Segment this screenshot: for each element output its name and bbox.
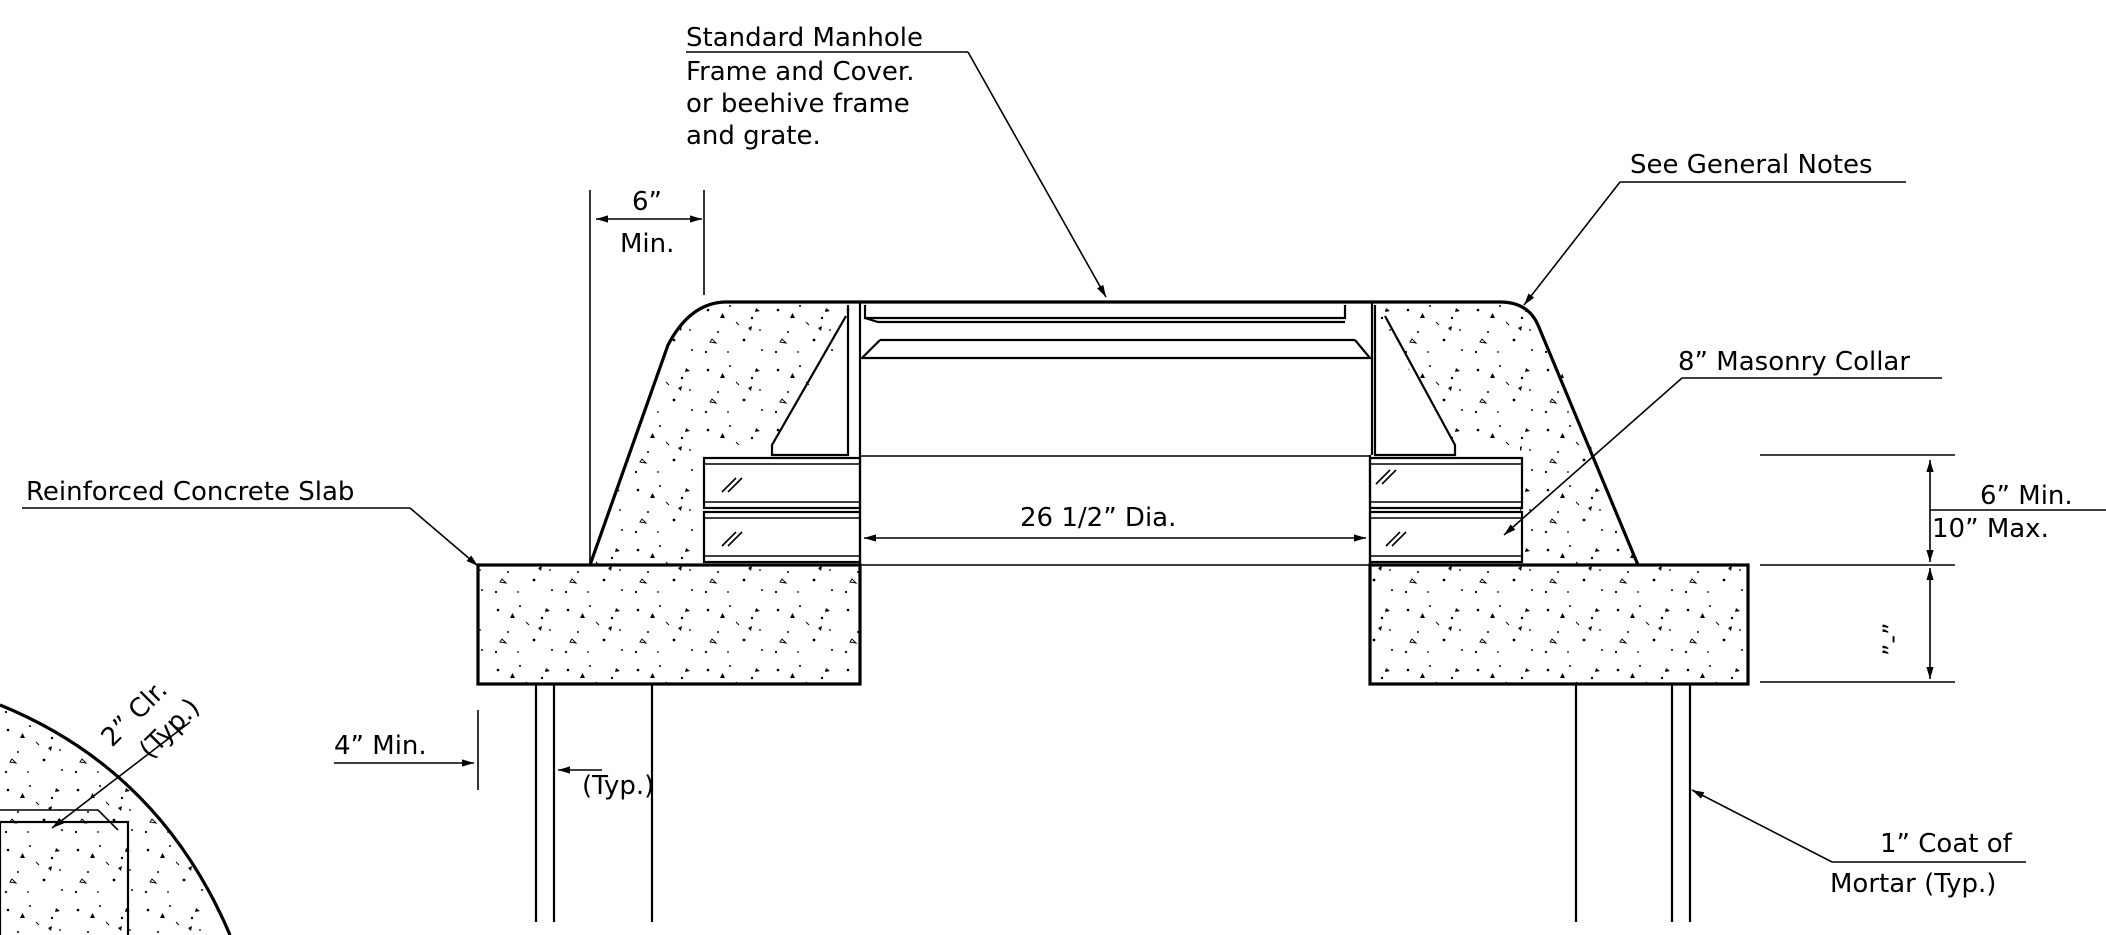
manhole-shaft <box>858 455 1372 684</box>
manhole-label-line-3: or beehive frame <box>686 89 910 119</box>
four-min-label: 4” Min. <box>334 731 427 761</box>
mortar-label-line-1: 1” Coat of <box>1880 829 2013 859</box>
masonry-collar-right <box>1368 456 1524 564</box>
concrete-crown-right <box>1375 300 1640 566</box>
manhole-label: Standard Manhole Frame and Cover. or bee… <box>686 23 923 151</box>
concrete-slab-left <box>476 563 862 686</box>
collar-height-max: 10” Max. <box>1932 514 2049 544</box>
leaders <box>22 51 2106 863</box>
manhole-label-line-4: and grate. <box>686 121 821 151</box>
six-min-top-value: 6” <box>632 187 662 217</box>
structure-walls <box>534 684 1692 922</box>
manhole-frame-and-cover <box>770 300 1457 457</box>
manhole-label-line-2: Frame and Cover. <box>686 57 914 87</box>
slab-thickness-label: ”-” <box>1878 622 1906 656</box>
slab-label: Reinforced Concrete Slab <box>26 477 354 507</box>
diameter-label: 26 1/2” Dia. <box>1020 503 1176 533</box>
mortar-label-line-2: Mortar (Typ.) <box>1830 869 1996 899</box>
masonry-collar-label: 8” Masonry Collar <box>1678 347 1910 377</box>
circular-section-detail <box>0 703 232 935</box>
six-min-top-unit: Min. <box>620 229 674 259</box>
concrete-slab-right <box>1368 563 1750 686</box>
manhole-label-line-1: Standard Manhole <box>686 23 923 53</box>
general-notes-label: See General Notes <box>1630 150 1873 180</box>
typ-label: (Typ.) <box>582 771 654 801</box>
masonry-collar-left <box>702 456 862 564</box>
collar-height-min: 6” Min. <box>1980 481 2073 511</box>
concrete-crown-left <box>588 300 860 566</box>
